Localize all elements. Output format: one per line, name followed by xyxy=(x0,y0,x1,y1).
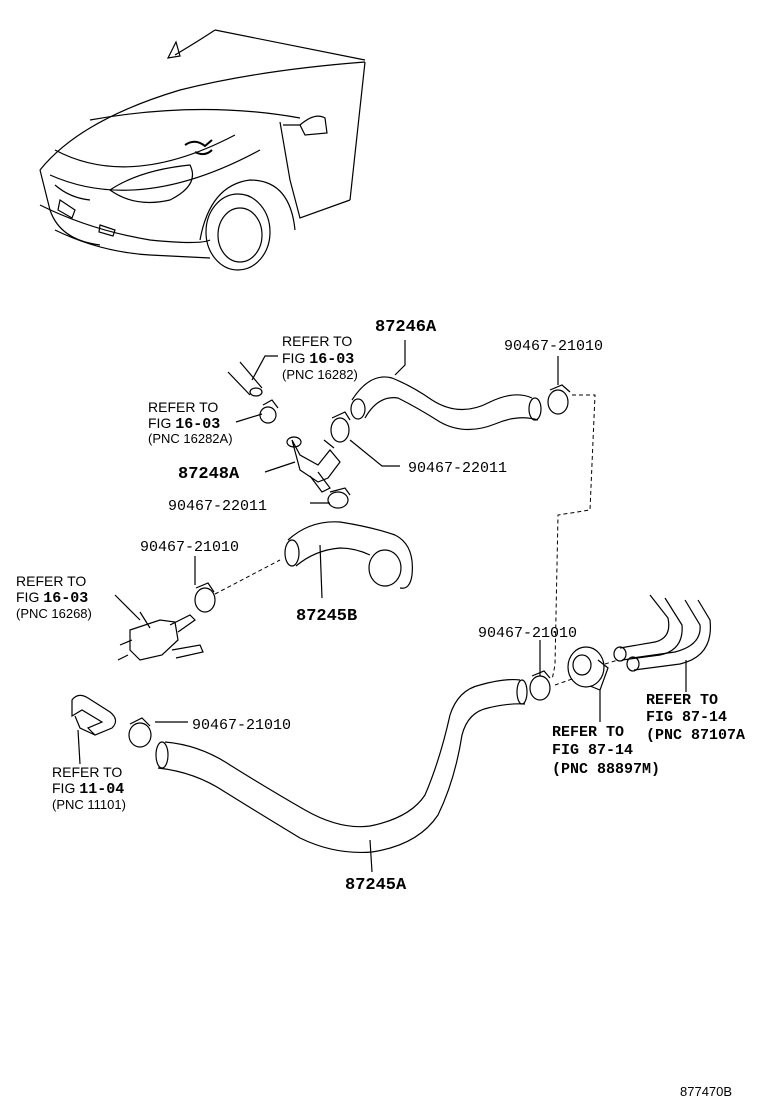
car-locator-illustration xyxy=(39,29,366,271)
svg-text:REFER TO: REFER TO xyxy=(282,333,352,349)
svg-text:FIG 16-03: FIG 16-03 xyxy=(282,350,354,368)
svg-text:REFER TO: REFER TO xyxy=(52,764,122,780)
clamp-90467-21010-top xyxy=(547,384,571,415)
pipes-87107a xyxy=(613,594,712,672)
svg-text:REFER TO: REFER TO xyxy=(148,399,218,415)
pipe-11101 xyxy=(71,694,117,736)
refer-11101: REFER TO FIG 11-04 (PNC 11101) xyxy=(52,764,126,812)
svg-text:REFER TO: REFER TO xyxy=(646,692,718,709)
refer-88897m: REFER TO FIG 87-14 (PNC 88897M) xyxy=(552,724,660,778)
svg-text:(PNC 11101): (PNC 11101) xyxy=(52,797,126,812)
clamp-16282a xyxy=(259,399,279,424)
dashed-guides xyxy=(214,394,619,686)
hose-87245b xyxy=(284,521,413,589)
fitting-88897m xyxy=(567,646,609,691)
svg-text:FIG 11-04: FIG 11-04 xyxy=(52,780,124,798)
fitting-16268 xyxy=(117,611,204,661)
refer-87107a: REFER TO FIG 87-14 (PNC 87107A xyxy=(646,692,745,744)
label-87245a: 87245A xyxy=(345,876,407,895)
svg-text:FIG 16-03: FIG 16-03 xyxy=(16,589,88,607)
clamp-90467-22011-upper xyxy=(330,411,351,443)
svg-text:(PNC 16268): (PNC 16268) xyxy=(16,606,92,621)
label-90467-21010-mid: 90467-21010 xyxy=(140,539,239,556)
leader-lines xyxy=(77,340,687,873)
label-87245b: 87245B xyxy=(296,607,357,626)
pipe-stub-16282 xyxy=(227,361,263,397)
hose-87246a xyxy=(350,376,542,431)
clamp-90467-21010-mid xyxy=(194,582,216,613)
t-joint-87248a xyxy=(286,436,341,493)
refer-16268: REFER TO FIG 16-03 (PNC 16268) xyxy=(16,573,92,621)
clamp-90467-22011-lower xyxy=(327,487,351,509)
refer-16282: REFER TO FIG 16-03 (PNC 16282) xyxy=(282,333,358,382)
label-90467-22011-lower: 90467-22011 xyxy=(168,498,267,515)
diagram-code: 877470B xyxy=(680,1084,732,1099)
svg-text:REFER TO: REFER TO xyxy=(552,724,624,741)
refer-16282a: REFER TO FIG 16-03 (PNC 16282A) xyxy=(148,399,233,446)
svg-text:(PNC 16282): (PNC 16282) xyxy=(282,367,358,382)
clamp-90467-21010-low xyxy=(128,717,152,748)
svg-text:(PNC 88897M): (PNC 88897M) xyxy=(552,761,660,778)
label-87246a: 87246A xyxy=(375,318,437,337)
label-90467-22011-upper: 90467-22011 xyxy=(408,460,507,477)
svg-text:(PNC 87107A: (PNC 87107A xyxy=(646,727,745,744)
label-87248a: 87248A xyxy=(178,465,240,484)
svg-text:REFER TO: REFER TO xyxy=(16,573,86,589)
svg-text:FIG 16-03: FIG 16-03 xyxy=(148,415,220,433)
label-90467-21010-low: 90467-21010 xyxy=(192,717,291,734)
svg-text:(PNC 16282A): (PNC 16282A) xyxy=(148,431,233,446)
label-90467-21010-top: 90467-21010 xyxy=(504,338,603,355)
label-90467-21010-right: 90467-21010 xyxy=(478,625,577,642)
svg-text:FIG 87-14: FIG 87-14 xyxy=(552,742,633,759)
hose-87245a xyxy=(155,678,528,854)
svg-text:FIG 87-14: FIG 87-14 xyxy=(646,709,727,726)
